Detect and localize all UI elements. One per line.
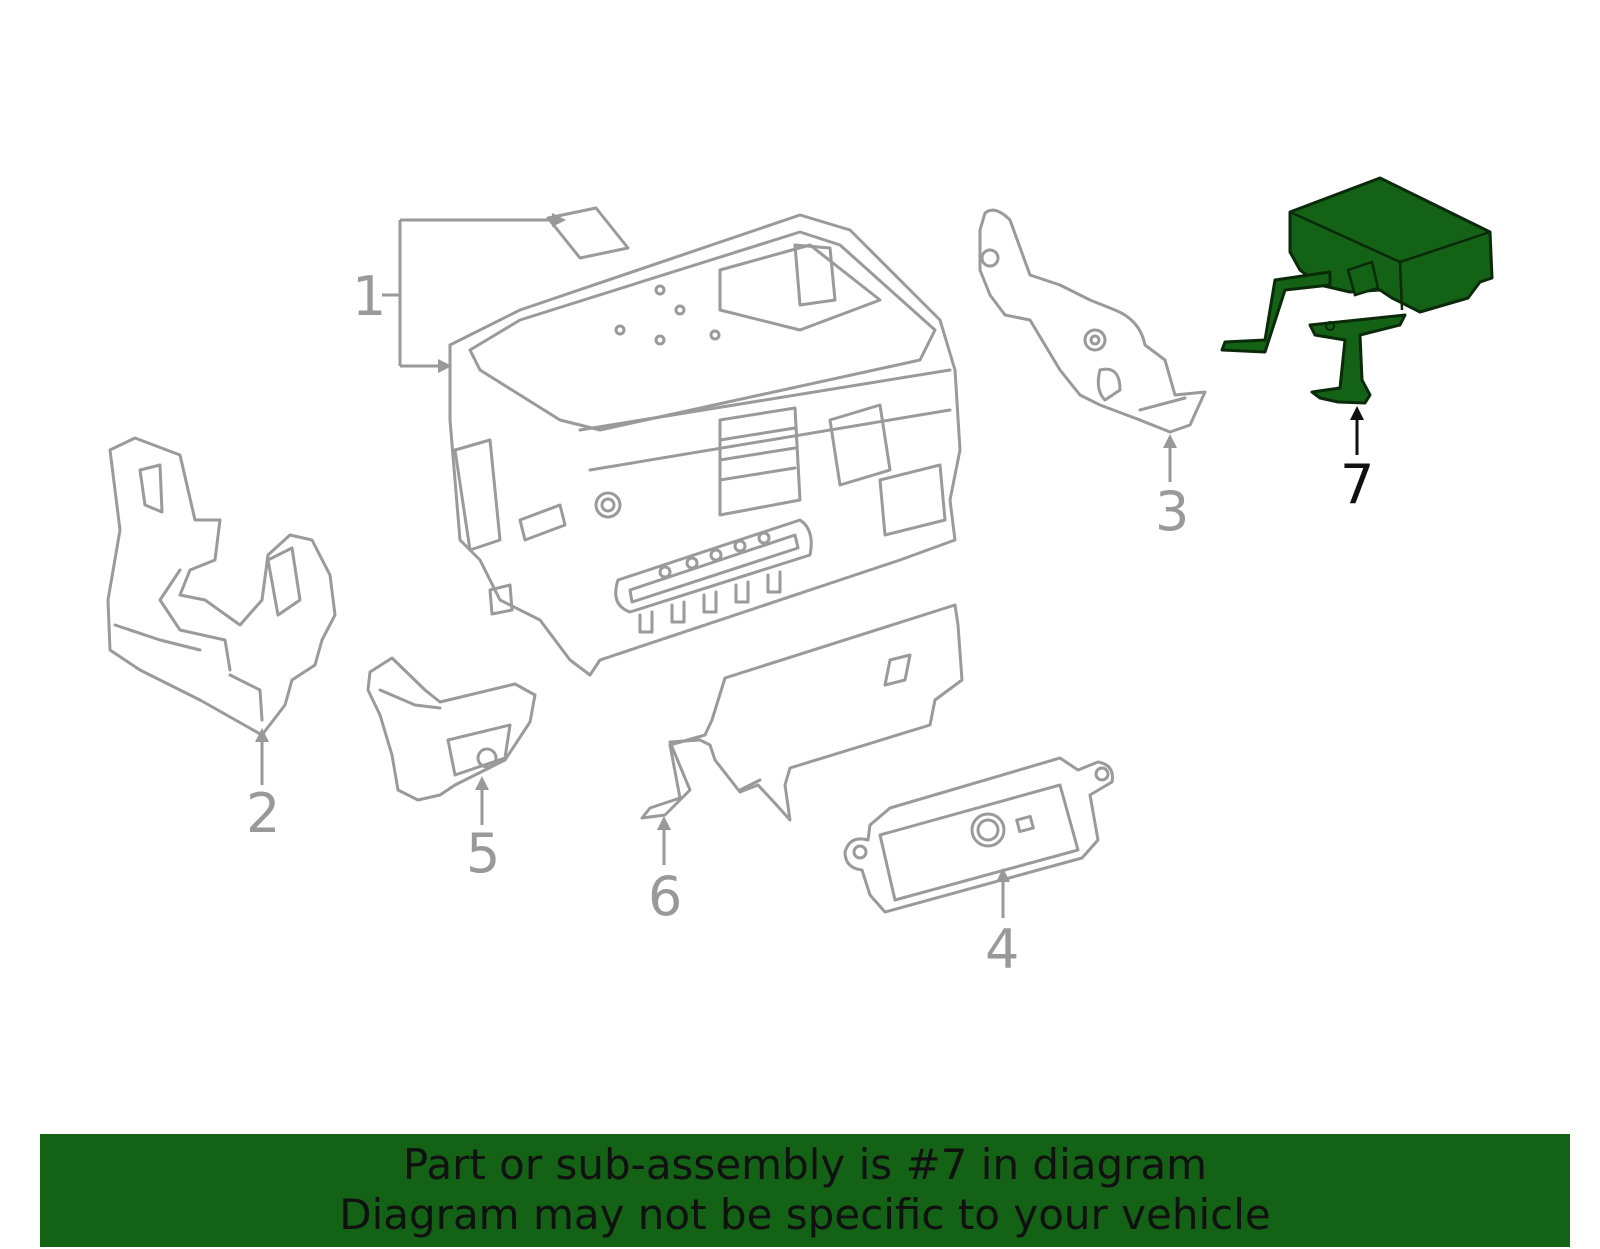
callout-3: 3 <box>1155 480 1189 543</box>
part-lower-cover[interactable] <box>843 756 1114 914</box>
callout-7: 7 <box>1340 453 1374 516</box>
part-control-module[interactable] <box>1220 176 1494 405</box>
callout-6: 6 <box>648 865 682 928</box>
callout-2: 2 <box>246 782 280 845</box>
callout-1: 1 <box>352 265 386 328</box>
part-small-bracket[interactable] <box>366 656 537 802</box>
banner-line-2: Diagram may not be specific to your vehi… <box>339 1190 1271 1239</box>
part-right-bracket[interactable] <box>978 208 1207 434</box>
leader-lines <box>255 213 1364 918</box>
banner-line-1: Part or sub-assembly is #7 in diagram <box>402 1140 1208 1189</box>
part-front-cover-plate[interactable] <box>640 603 964 822</box>
callout-4: 4 <box>985 918 1019 981</box>
part-inverter-assembly[interactable] <box>448 206 962 677</box>
part-left-bracket[interactable] <box>106 436 337 737</box>
notice-banner: Part or sub-assembly is #7 in diagram Di… <box>40 1134 1570 1247</box>
callout-5: 5 <box>466 822 500 885</box>
